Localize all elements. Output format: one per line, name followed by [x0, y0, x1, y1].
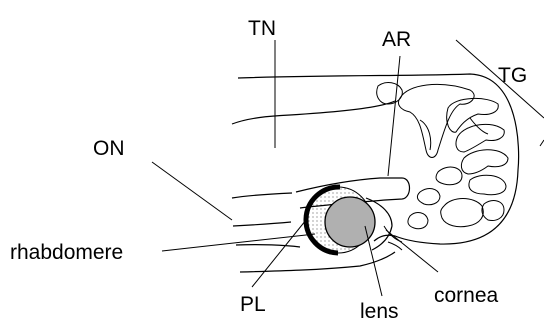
label-lens: lens — [360, 300, 399, 323]
eye — [305, 187, 402, 253]
tentacle-outline — [374, 170, 518, 244]
label-tn: TN — [248, 17, 276, 40]
optic-nerve — [232, 193, 292, 226]
lower-tubes — [236, 245, 395, 272]
tentacular-ganglion — [377, 83, 508, 229]
label-on: ON — [93, 137, 125, 160]
label-tg: TG — [498, 64, 527, 87]
label-rhabdomere: rhabdomere — [10, 241, 123, 264]
label-cornea: cornea — [434, 284, 499, 307]
label-pl: PL — [240, 293, 266, 316]
label-ar: AR — [382, 28, 411, 51]
lens-shape — [325, 197, 375, 247]
